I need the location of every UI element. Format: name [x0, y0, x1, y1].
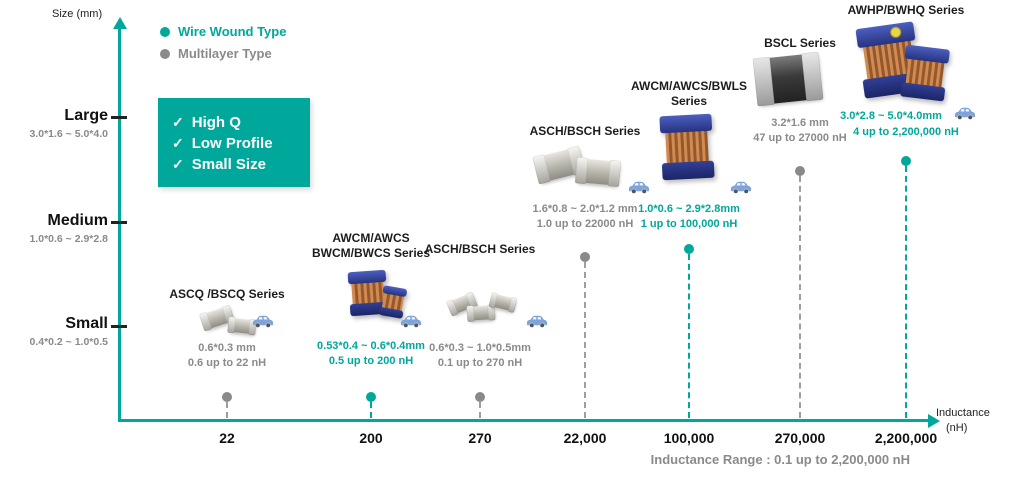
series-title-awcm-bwcm-line2: BWCM/BWCS Series: [311, 246, 430, 260]
legend-multilayer-label: Multilayer Type: [178, 46, 272, 61]
size-axis-label: Size (mm): [52, 8, 103, 20]
automotive-icon: [954, 107, 976, 120]
legend: Wire Wound Type Multilayer Type: [160, 24, 286, 68]
legend-item-multilayer: Multilayer Type: [160, 46, 286, 61]
series-size-awcm-bwcm: 0.53*0.4 ~ 0.6*0.4mm: [317, 340, 425, 352]
data-point-asch-bsch-medium: [580, 252, 590, 262]
check-icon: ✓: [172, 156, 184, 172]
legend-item-wire-wound: Wire Wound Type: [160, 24, 286, 39]
y-tick-medium-label: Medium: [47, 212, 108, 229]
flange-bottom: [661, 160, 715, 181]
series-title-awcm-bwls-line2: Series: [670, 94, 708, 108]
y-axis-line: [118, 28, 121, 422]
series-range-awcm-bwcm: 0.5 up to 200 nH: [328, 355, 414, 367]
x-axis-arrow-icon: [928, 413, 940, 428]
copper-coil: [351, 281, 385, 305]
data-point-asch-bsch-small: [475, 392, 485, 402]
y-tick-large-range: 3.0*1.6 ~ 5.0*4.0: [29, 128, 108, 140]
feature-label: High Q: [191, 114, 241, 131]
y-tick-medium-mark: [111, 221, 127, 224]
automotive-icon: [252, 315, 274, 328]
copper-coil: [664, 131, 710, 163]
x-tick-270: 270: [468, 430, 492, 446]
y-tick-large-mark: [111, 116, 127, 119]
y-axis-arrow-icon: [112, 17, 127, 29]
series-size-bscl: 3.2*1.6 mm: [771, 117, 829, 129]
series-size-asch-bsch-medium: 1.6*0.8 ~ 2.0*1.2 mm: [532, 203, 638, 215]
series-range-ascq-bscq: 0.6 up to 22 nH: [187, 357, 267, 369]
series-title-ascq-bscq: ASCQ /BSCQ Series: [169, 287, 285, 301]
leader-line-270: [479, 402, 481, 418]
leader-line-22000: [584, 262, 586, 418]
feature-item-small-size: ✓ Small Size: [172, 156, 310, 173]
product-image-bscl-chip: [753, 52, 823, 106]
data-point-ascq-bscq: [222, 392, 232, 402]
data-point-awcm-bwcm: [366, 392, 376, 402]
series-title-awhp-bwhq: AWHP/BWHQ Series: [847, 3, 965, 17]
feature-label: Small Size: [191, 156, 266, 173]
inductance-axis-label-line1: Inductance: [936, 407, 990, 419]
data-point-bscl: [795, 166, 805, 176]
automotive-icon: [400, 315, 422, 328]
legend-wire-wound-label: Wire Wound Type: [178, 24, 287, 39]
check-icon: ✓: [172, 135, 184, 151]
product-image-asch-medium-chip-2: [576, 158, 620, 186]
series-title-awcm-bwcm-line1: AWCM/AWCS: [332, 231, 410, 245]
series-range-bscl: 47 up to 27000 nH: [753, 132, 847, 144]
product-image-bwls-wirewound: [659, 113, 715, 181]
leader-line-270000: [799, 176, 801, 418]
features-callout: ✓ High Q ✓ Low Profile ✓ Small Size: [158, 98, 310, 187]
y-tick-medium-range: 1.0*0.6 ~ 2.9*2.8: [29, 233, 108, 245]
series-title-asch-bsch-small: ASCH/BSCH Series: [424, 242, 536, 256]
inductance-axis-label: Inductance (nH): [936, 406, 990, 436]
multilayer-dot-icon: [160, 48, 170, 59]
inductance-range-note: Inductance Range : 0.1 up to 2,200,000 n…: [650, 452, 910, 467]
series-range-awhp-bwhq: 4 up to 2,200,000 nH: [853, 126, 959, 138]
product-image-awhp-wirewound-2: [899, 44, 951, 102]
x-tick-200: 200: [359, 430, 383, 446]
automotive-icon: [730, 181, 752, 194]
y-tick-large-label: Large: [64, 107, 108, 124]
series-size-awcm-bwls: 1.0*0.6 ~ 2.9*2.8mm: [638, 203, 740, 215]
wire-wound-dot-icon: [160, 26, 170, 37]
data-point-awcm-bwls: [684, 244, 694, 254]
leader-line-2200000: [905, 166, 907, 418]
feature-item-high-q: ✓ High Q: [172, 114, 310, 131]
x-tick-2200000: 2,200,000: [874, 430, 938, 446]
series-range-asch-bsch-small: 0.1 up to 270 nH: [437, 357, 523, 369]
data-point-awhp-bwhq: [901, 156, 911, 166]
x-axis-line: [118, 419, 930, 422]
leader-line-200: [370, 402, 372, 418]
y-tick-small-mark: [111, 325, 127, 328]
series-size-ascq-bscq: 0.6*0.3 mm: [198, 342, 256, 354]
x-tick-22: 22: [219, 430, 235, 446]
series-range-asch-bsch-medium: 1.0 up to 22000 nH: [536, 218, 634, 230]
check-icon: ✓: [172, 114, 184, 130]
series-range-awcm-bwls: 1 up to 100,000 nH: [640, 218, 738, 230]
leader-line-100000: [688, 254, 690, 418]
inductance-axis-label-line2: (nH): [946, 422, 968, 434]
series-size-awhp-bwhq: 3.0*2.8 ~ 5.0*4.0mm: [840, 110, 942, 122]
feature-label: Low Profile: [191, 135, 273, 152]
x-tick-22000: 22,000: [563, 430, 607, 446]
series-title-asch-bsch-medium: ASCH/BSCH Series: [529, 124, 641, 138]
x-tick-100000: 100,000: [663, 430, 715, 446]
series-title-bscl: BSCL Series: [764, 36, 836, 50]
product-image-asch-chip-2: [467, 305, 495, 321]
series-title-awcm-bwls-line1: AWCM/AWCS/BWLS: [631, 79, 747, 93]
x-tick-270000: 270,000: [774, 430, 826, 446]
series-size-asch-bsch-small: 0.6*0.3 ~ 1.0*0.5mm: [429, 342, 531, 354]
y-tick-small-label: Small: [65, 315, 108, 332]
automotive-icon: [526, 315, 548, 328]
leader-line-22: [226, 402, 228, 418]
automotive-icon: [628, 181, 650, 194]
feature-item-low-profile: ✓ Low Profile: [172, 135, 310, 152]
y-tick-small-range: 0.4*0.2 ~ 1.0*0.5: [29, 336, 108, 348]
